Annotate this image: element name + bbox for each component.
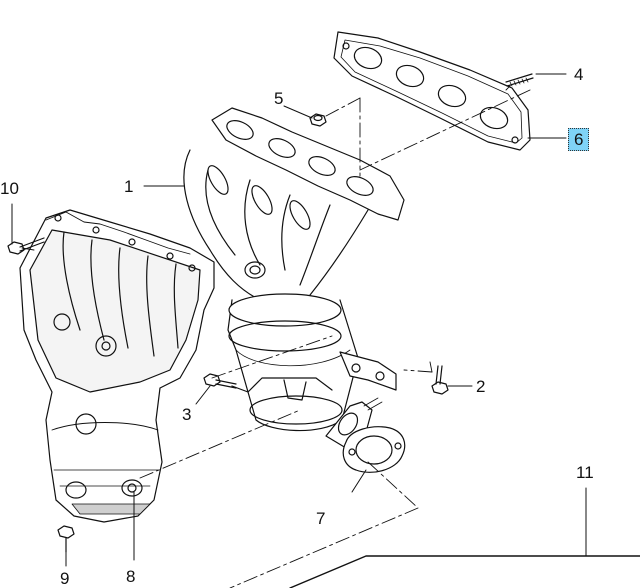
nut (309, 113, 327, 127)
manifold-gasket (333, 31, 531, 151)
bolt-2 (431, 365, 449, 395)
body-edge-line (289, 555, 640, 588)
alignment-lines (21, 85, 531, 588)
bolt-10 (7, 237, 45, 255)
callout-11: 11 (576, 463, 594, 482)
callout-6[interactable]: 6 (568, 128, 590, 151)
flange-gasket (342, 426, 406, 473)
exhaust-manifold (183, 107, 405, 316)
callout-10: 10 (0, 179, 19, 198)
catalytic-converter (227, 293, 397, 449)
bolt-3 (203, 373, 237, 389)
callout-1: 1 (124, 177, 134, 196)
callout-8: 8 (126, 567, 136, 586)
callout-5: 5 (274, 89, 284, 108)
stud-bolt (505, 73, 534, 87)
callout-2: 2 (476, 377, 486, 396)
callout-7: 7 (316, 509, 326, 528)
callout-4: 4 (574, 65, 584, 84)
heat-shield (19, 209, 215, 523)
callout-9: 9 (60, 569, 70, 588)
callout-3: 3 (182, 405, 192, 424)
bolt-9 (57, 525, 75, 553)
leader-lines (11, 73, 587, 567)
